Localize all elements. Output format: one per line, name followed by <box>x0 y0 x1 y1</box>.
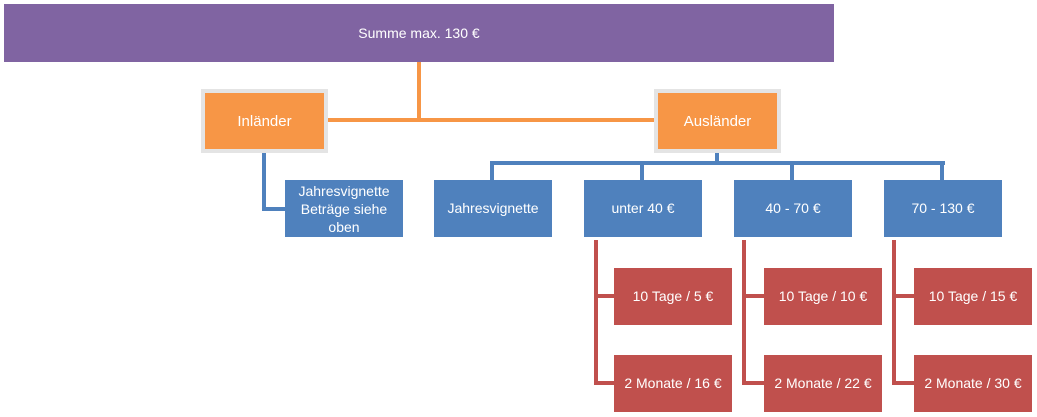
category-40-70: 40 - 70 € <box>734 180 852 237</box>
category-jahresvignette: Jahresvignette <box>434 180 552 237</box>
group-label: Inländer <box>237 112 292 130</box>
leaf-70-130-2monate: 2 Monate / 30 € <box>914 355 1032 412</box>
leaf-70-130-10tage: 10 Tage / 15 € <box>914 268 1032 325</box>
category-unter-40: unter 40 € <box>584 180 702 237</box>
category-70-130: 70 - 130 € <box>884 180 1002 237</box>
leaf-label: 2 Monate / 30 € <box>924 375 1022 391</box>
group-auslaender: Ausländer <box>654 89 781 153</box>
node-line: Beträge siehe <box>300 200 388 217</box>
group-inlaender: Inländer <box>201 89 328 153</box>
root-node: Summe max. 130 € <box>4 4 834 62</box>
node-line: oben <box>328 218 360 235</box>
leaf-label: 10 Tage / 5 € <box>632 288 714 304</box>
leaf-label: 10 Tage / 10 € <box>778 288 868 304</box>
leaf-unter40-10tage: 10 Tage / 5 € <box>614 268 732 325</box>
category-label: Jahresvignette <box>447 200 539 216</box>
category-label: 70 - 130 € <box>911 200 975 216</box>
inlaender-jahresvignette-node: Jahresvignette Beträge siehe oben <box>285 180 403 237</box>
category-label: unter 40 € <box>611 200 675 216</box>
node-line: Jahresvignette <box>298 182 390 199</box>
leaf-label: 2 Monate / 16 € <box>624 375 722 391</box>
leaf-label: 10 Tage / 15 € <box>928 288 1018 304</box>
leaf-unter40-2monate: 2 Monate / 16 € <box>614 355 732 412</box>
group-label: Ausländer <box>683 112 752 130</box>
leaf-40-70-2monate: 2 Monate / 22 € <box>764 355 882 412</box>
leaf-40-70-10tage: 10 Tage / 10 € <box>764 268 882 325</box>
category-label: 40 - 70 € <box>765 200 821 216</box>
leaf-label: 2 Monate / 22 € <box>774 375 872 391</box>
root-label: Summe max. 130 € <box>358 24 480 41</box>
